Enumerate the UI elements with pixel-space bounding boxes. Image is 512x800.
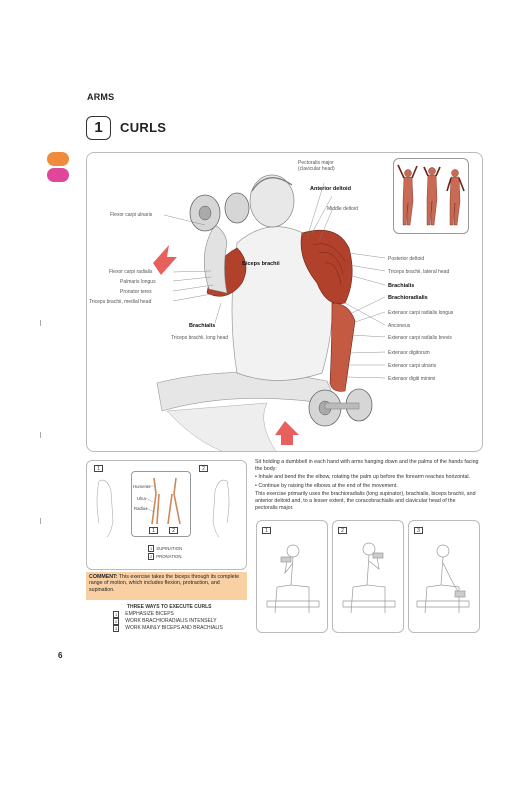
variation-number: 2: [338, 527, 347, 534]
three-ways-title: THREE WAYS TO EXECUTE CURLS: [127, 604, 212, 610]
label-brachialis-right: Brachialis: [388, 283, 415, 289]
label-triceps-long-head: Triceps brachii, long head: [171, 335, 229, 341]
panel-box-1: 1: [94, 465, 103, 472]
label-ecr-longus: Extensor carpi radialis longus: [388, 310, 454, 316]
label-extensor-digitorum: Extensor digitorum: [388, 350, 430, 356]
description-step-1: Inhale and bend the the elbow, rotating …: [255, 474, 479, 481]
chapter-number-badge: 1: [86, 116, 111, 140]
margin-mark: [40, 518, 41, 524]
label-pronator-teres: Pronator teres: [120, 289, 152, 295]
label-posterior-deltoid: Posterior deltoid: [388, 256, 425, 262]
label-radius: Radius: [134, 506, 148, 511]
label-extensor-carpi-ulnaris: Extensor carpi ulnaris: [388, 363, 437, 369]
label-pectoralis-major: Pectoralis major (clavicular head): [298, 160, 335, 172]
variation-number: 1: [262, 527, 271, 534]
color-tab-orange: [47, 152, 69, 166]
page-number: 6: [58, 651, 63, 660]
margin-mark: [40, 432, 41, 438]
label-anterior-deltoid: Anterior deltoid: [310, 186, 351, 192]
inset-box-2: 2: [169, 527, 178, 534]
description-intro: Sit holding a dumbbell in each hand with…: [255, 459, 479, 473]
label-middle-deltoid: Middle deltoid: [327, 206, 358, 212]
description-step-2: Continue by raising the elbows at the en…: [255, 483, 479, 490]
label-humerus: Humerus: [133, 484, 151, 489]
forearm-bones-inset: Humerus Ulna Radius 1 2: [131, 471, 191, 537]
seated-curl-illustration: [153, 174, 386, 451]
label-triceps-medial-head: Triceps brachii, medial head: [89, 299, 152, 305]
comment-box: COMMENT: This exercise takes the biceps …: [86, 572, 247, 600]
variation-panel-1: 1: [256, 520, 328, 633]
description-body: This exercise primarily uses the brachio…: [255, 490, 476, 512]
color-tab-pink: [47, 168, 69, 182]
comment-label: COMMENT:: [89, 574, 118, 580]
variation-panel-3: 3: [408, 520, 480, 633]
label-flexor-carpi-ulnaris: Flexor carpi ulnaris: [110, 212, 153, 218]
label-brachioradialis: Brachioradialis: [388, 295, 428, 301]
forearm-bones-icon: [145, 477, 181, 525]
label-triceps-lateral-head: Triceps brachii, lateral head: [388, 269, 450, 275]
exercise-description: Sit holding a dumbbell in each hand with…: [255, 459, 479, 513]
section-title: ARMS: [87, 92, 115, 102]
seated-curl-figure-icon: [342, 542, 396, 614]
label-flexor-carpi-radialis: Flexor carpi radialis: [109, 269, 153, 275]
variation-panel-2: 2: [332, 520, 404, 633]
label-brachialis-left: Brachialis: [189, 323, 216, 329]
label-palmaris-longus: Palmaris longus: [120, 279, 156, 285]
label-ulna: Ulna: [137, 496, 146, 501]
label-anconeus: Anconeus: [388, 323, 411, 329]
label-extensor-digiti-minimi: Extensor digiti minimi: [388, 376, 436, 382]
comment-text: This exercise takes the biceps through i…: [89, 574, 240, 593]
chapter-title: CURLS: [120, 120, 167, 135]
panel-box-2: 2: [199, 465, 208, 472]
anatomy-figures-inset: [393, 158, 469, 234]
variation-number: 3: [414, 527, 423, 534]
seated-curl-figure-icon: [416, 544, 470, 614]
arm-outlines-icon: [96, 479, 230, 538]
inset-box-1: 1: [149, 527, 158, 534]
margin-mark: [40, 320, 41, 326]
three-figures-icon: [397, 164, 465, 226]
seated-curl-figure-icon: [266, 544, 320, 614]
label-ecr-brevis: Extensor carpi radialis brevis: [388, 335, 452, 341]
label-biceps-brachii: Biceps brachii: [242, 261, 280, 267]
